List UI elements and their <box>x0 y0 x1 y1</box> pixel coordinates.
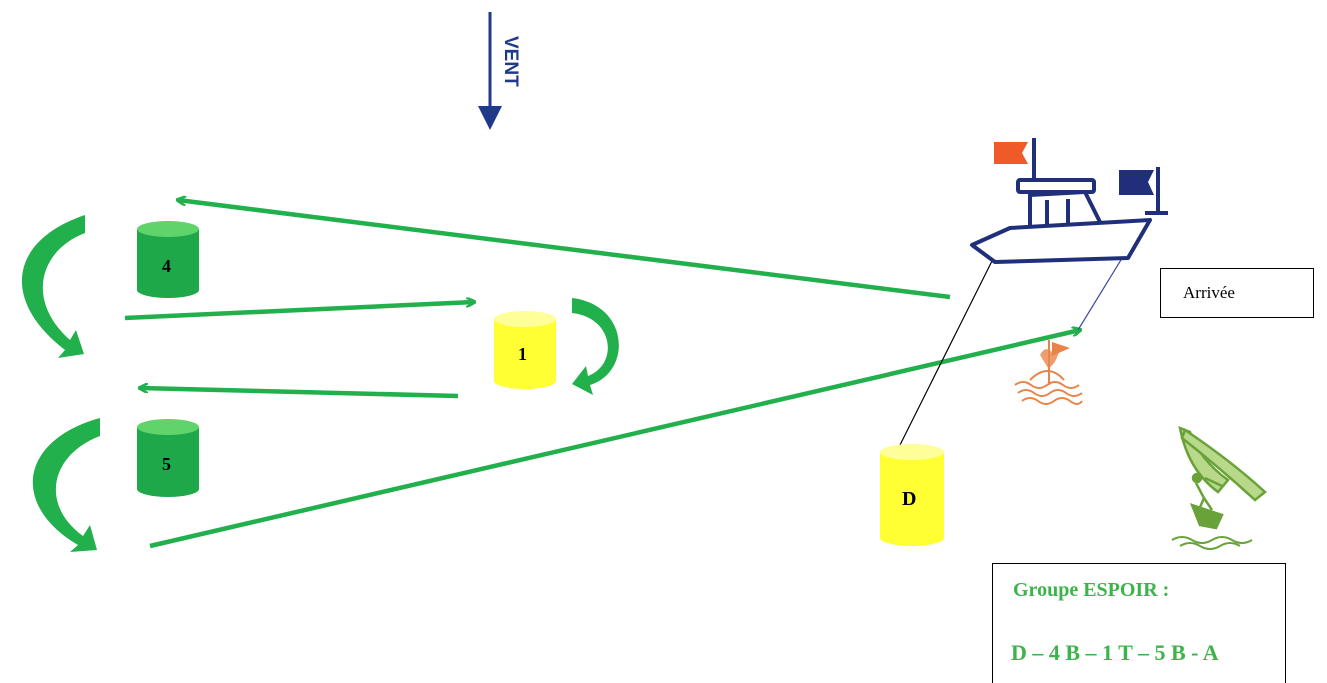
rounding-arrow-5 <box>32 418 100 552</box>
kitefoil-icon <box>1171 425 1267 550</box>
buoy-4 <box>137 221 199 298</box>
wind-label: VENT <box>500 36 521 87</box>
buoy-5-label: 5 <box>162 454 171 474</box>
group-title: Groupe ESPOIR : <box>1013 579 1170 601</box>
committee-boat-icon <box>970 138 1168 264</box>
buoy-1 <box>494 311 556 389</box>
rounding-arrow-1 <box>572 298 619 395</box>
finish-label: Arrivée <box>1183 283 1235 302</box>
finish-mark-icon <box>1014 340 1083 405</box>
buoy-4-label: 4 <box>162 256 171 276</box>
finish-label-box: Arrivée <box>1160 268 1314 318</box>
group-info-box: Groupe ESPOIR : D – 4 B – 1 T – 5 B - A <box>992 563 1286 683</box>
buoy-d-label: D <box>902 488 916 510</box>
leg-1-to-5 <box>140 388 459 399</box>
group-sequence: D – 4 B – 1 T – 5 B - A <box>1011 640 1219 665</box>
course-legs <box>124 200 1080 549</box>
leg-5-to-finish <box>149 330 1080 549</box>
buoy-5 <box>137 419 199 497</box>
navy-flag-icon <box>1119 170 1154 195</box>
leg-4-to-1 <box>124 302 474 321</box>
buoy-1-label: 1 <box>518 344 527 364</box>
wind-arrow-icon <box>478 12 502 130</box>
leg-start-to-4 <box>178 200 951 300</box>
rounding-arrow-4 <box>21 215 85 358</box>
buoy-d <box>880 444 944 546</box>
orange-flag-icon <box>994 142 1028 164</box>
